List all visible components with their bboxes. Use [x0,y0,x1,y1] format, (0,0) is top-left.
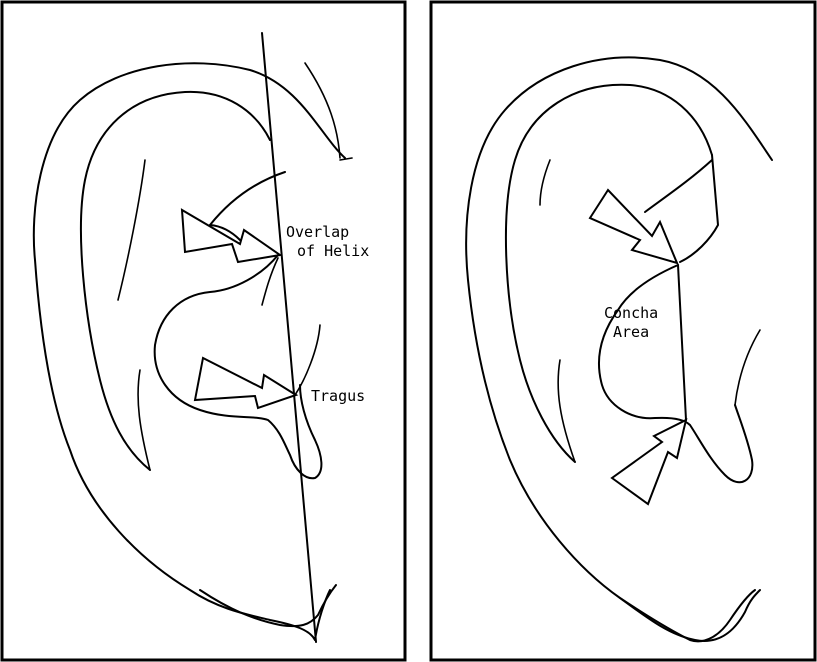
left-arrow-helix [182,210,280,262]
left-outer-helix [34,63,345,640]
right-inner-helix [506,85,712,462]
label-overlap-line1: Overlap [286,223,349,241]
left-inner-helix [81,92,270,470]
right-arrow-upper [590,190,677,263]
left-crus-line [118,160,145,300]
left-concha-curve [155,255,322,478]
left-arrow-tragus [195,358,296,408]
right-panel: Concha Area [431,2,815,660]
right-concha-line [678,265,686,420]
label-concha-line1: Concha [604,304,658,322]
right-lobe [620,590,760,641]
left-inner-fold [138,370,150,470]
label-concha-line2: Area [613,323,649,341]
left-upper-fold [210,172,285,225]
label-overlap-line2: of Helix [297,242,369,260]
left-reference-line [262,33,316,642]
label-tragus: Tragus [311,387,365,405]
right-upper-fold [645,160,712,212]
left-panel-frame [2,2,405,660]
right-outer-helix [466,57,772,641]
right-arrow-lower [612,420,686,504]
left-tragus-edge [295,325,320,395]
left-panel: Overlap of Helix Tragus [2,2,405,660]
right-crus-line [540,160,550,205]
left-helix-tip [305,63,352,160]
right-tragus-edge [735,330,760,405]
